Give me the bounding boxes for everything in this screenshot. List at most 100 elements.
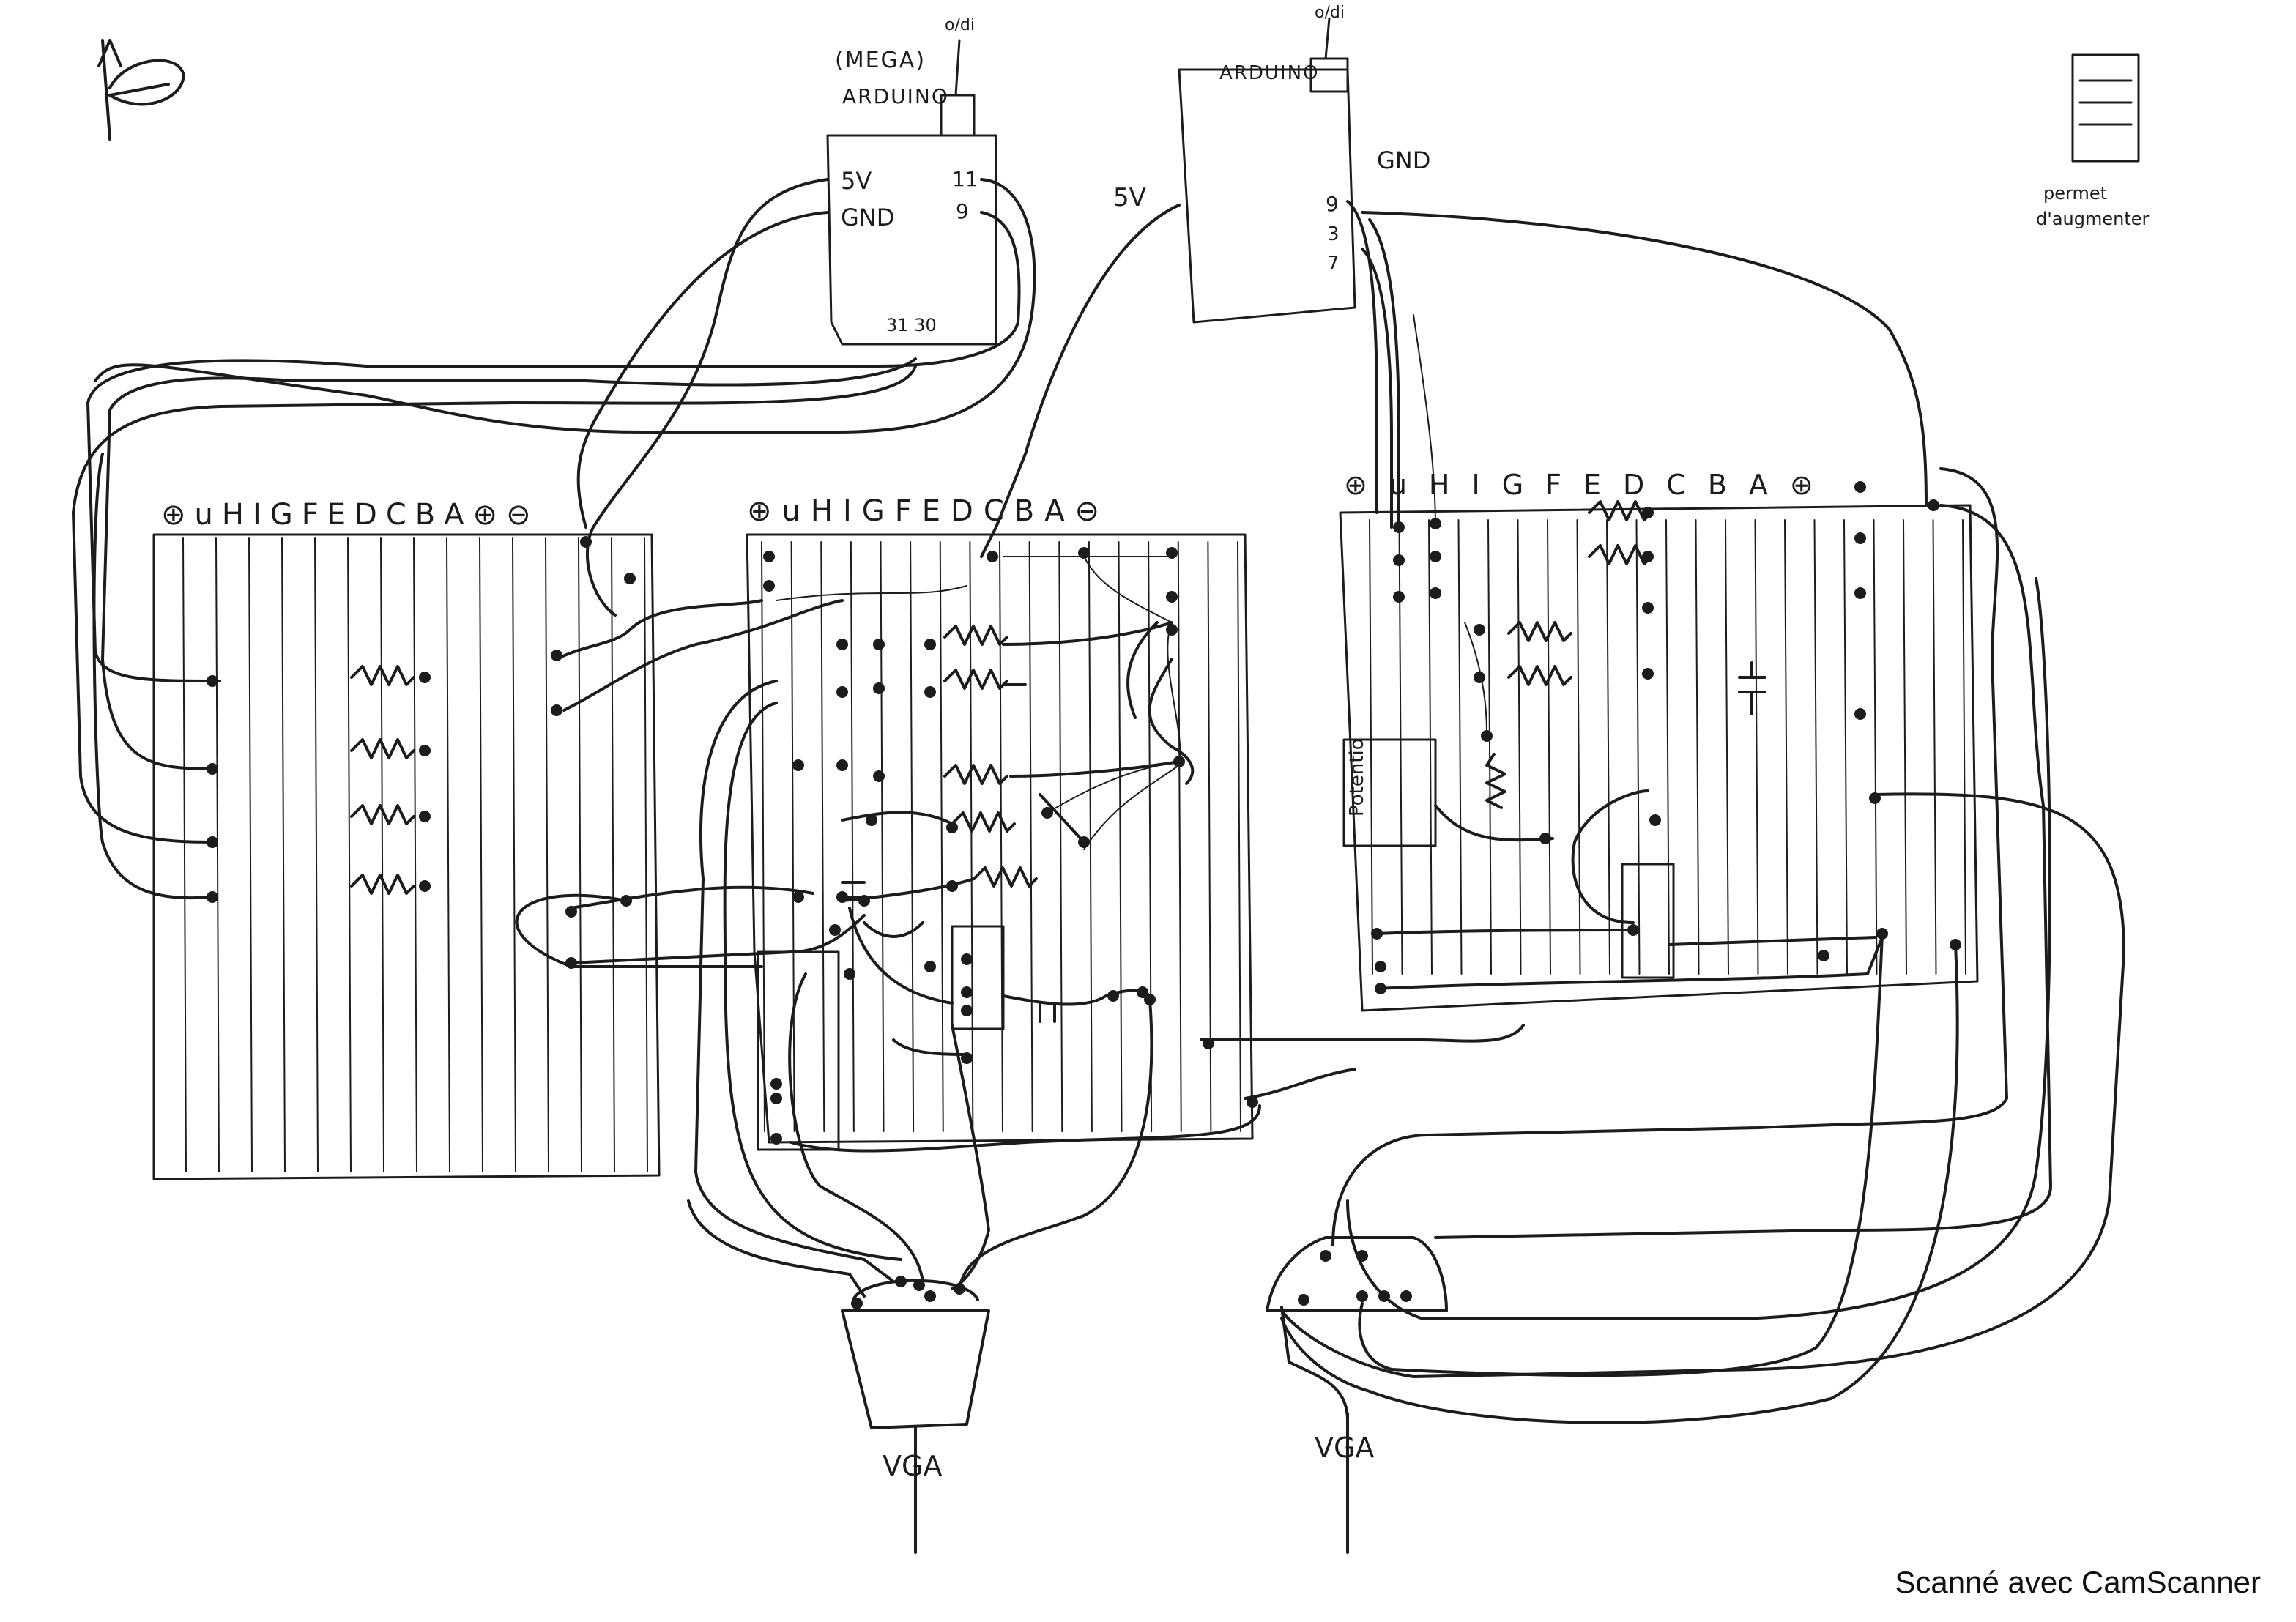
uno-gnd-pin-label: GND <box>1377 146 1431 174</box>
vga-right-label: VGA <box>1315 1432 1375 1464</box>
connection-dot <box>770 1133 782 1145</box>
connection-dot <box>1854 708 1866 720</box>
breadboard-strip <box>1932 519 1937 975</box>
breadboard-strip <box>281 537 286 1172</box>
breadboard-strip <box>1665 519 1670 975</box>
breadboard-strip <box>1118 541 1123 1132</box>
breadboard-strip <box>314 537 319 1172</box>
connection-dot <box>1247 1096 1258 1108</box>
breadboard-strip <box>1237 541 1241 1132</box>
breadboard-strip <box>578 537 582 1172</box>
connection-dot <box>961 986 973 998</box>
breadboard-right <box>1339 504 1979 1012</box>
connection-dot <box>961 1005 973 1016</box>
breadboard-strip <box>969 541 974 1132</box>
breadboard-strip <box>1962 519 1966 975</box>
breadboard-strip <box>1088 541 1093 1132</box>
connection-dot <box>1430 518 1441 529</box>
breadboard-strip <box>1873 519 1878 975</box>
mega-name-label: ARDUINO <box>842 84 949 108</box>
connection-dot <box>551 650 562 661</box>
connection-dot <box>836 686 848 698</box>
connection-dot <box>1854 532 1866 544</box>
connection-dot <box>836 639 848 650</box>
uno-pin-9-label: 9 <box>1326 192 1339 216</box>
connection-dot <box>1474 672 1485 683</box>
breadboard-middle <box>746 533 1254 1151</box>
breadboard-strip <box>545 537 549 1172</box>
connection-dot <box>1649 814 1661 826</box>
connection-dot <box>1818 950 1829 961</box>
connection-dot <box>1876 928 1888 940</box>
breadboard-strip <box>1635 519 1641 975</box>
connection-dot <box>207 675 218 687</box>
connection-dot <box>419 880 431 892</box>
breadboard-strip <box>1028 541 1033 1132</box>
connection-dot <box>836 891 848 903</box>
connection-dot <box>924 639 936 650</box>
connection-dot <box>763 580 775 592</box>
orientation-doodle <box>97 39 185 141</box>
connection-dot <box>924 961 936 972</box>
uno-usb-label: o/di <box>1315 4 1345 22</box>
breadboard-strip <box>1547 519 1551 975</box>
connection-dot <box>1144 994 1156 1005</box>
breadboard-strip <box>1606 519 1610 975</box>
breadboard-strip <box>479 537 483 1172</box>
breadboard-strip <box>248 537 253 1172</box>
breadboard-strip <box>1487 519 1492 975</box>
connection-dot <box>1430 587 1441 599</box>
connection-dot <box>836 759 848 771</box>
connection-dot <box>1400 1290 1412 1302</box>
breadboard-strip <box>790 541 795 1132</box>
breadboard-strip <box>1177 541 1182 1132</box>
connection-dot <box>1356 1250 1368 1262</box>
breadboard-strip <box>1754 519 1759 975</box>
connection-dot <box>565 906 577 918</box>
connection-dot <box>792 759 804 771</box>
connection-dot <box>913 1279 925 1291</box>
connection-dot <box>624 573 636 584</box>
breadboard-strip <box>1457 519 1463 975</box>
connection-dot <box>1078 836 1090 848</box>
breadboard-strip <box>512 537 516 1172</box>
connection-dot <box>1928 499 1939 511</box>
breadboard-strip <box>380 537 384 1172</box>
resistors <box>350 500 1653 895</box>
connection-dot <box>770 1078 782 1090</box>
breadboard-strip <box>1903 519 1907 975</box>
breadboard-strip <box>1576 519 1581 975</box>
mega-bottom-pins-label: 31 30 <box>886 315 937 335</box>
connection-dot <box>1137 986 1148 998</box>
breadboard-strip <box>215 537 220 1172</box>
mega-pin-11-label: 11 <box>952 167 978 191</box>
breadboard-strip <box>1843 519 1848 975</box>
connection-dot <box>551 704 562 716</box>
breadboard-strip <box>1725 519 1729 975</box>
connection-dot <box>207 891 218 903</box>
connection-dot <box>1854 587 1866 599</box>
connection-dot <box>1854 481 1866 493</box>
breadboard-strip <box>761 541 765 1132</box>
breadboard-strip <box>446 537 450 1172</box>
potentiometer-label: Potentio <box>1346 738 1368 816</box>
connection-dot <box>1393 521 1405 533</box>
connection-dot <box>419 745 431 756</box>
scanner-footer: Scanné avec CamScanner <box>1895 1565 2261 1599</box>
connection-dot <box>873 770 885 782</box>
breadboard-strip <box>1398 519 1403 975</box>
connection-dot <box>924 686 936 698</box>
connection-dot <box>946 880 958 892</box>
connection-dot <box>207 763 218 775</box>
connection-dot <box>1869 792 1881 804</box>
breadboard-strip <box>880 541 885 1132</box>
connection-dot <box>1166 547 1178 559</box>
connection-dot <box>1642 551 1654 562</box>
breadboard-strip <box>1058 541 1063 1132</box>
connection-dot <box>858 895 870 907</box>
breadboard-strip <box>644 537 648 1172</box>
connection-dot <box>792 891 804 903</box>
side-note-line2: d'augmenter <box>2036 209 2150 229</box>
mega-header-label: (MEGA) <box>835 48 926 73</box>
